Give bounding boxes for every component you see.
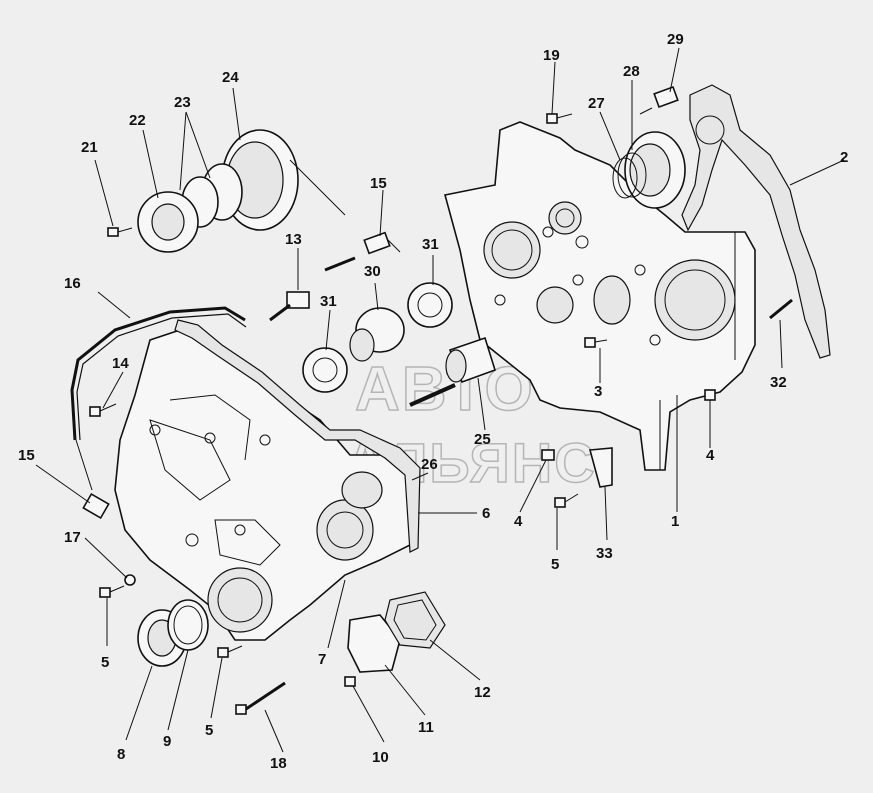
callout-12: 12 — [474, 684, 491, 701]
callout-27: 27 — [588, 95, 605, 112]
callout-31-right: 31 — [422, 236, 439, 253]
leader-lines — [35, 47, 845, 753]
callout-13: 13 — [285, 231, 302, 248]
callout-30: 30 — [364, 263, 381, 280]
callout-6: 6 — [482, 505, 490, 522]
callout-11: 11 — [418, 719, 434, 736]
idler-gear-assembly — [107, 129, 346, 253]
callout-22: 22 — [129, 112, 146, 129]
callout-7: 7 — [318, 651, 326, 668]
callout-2: 2 — [840, 149, 848, 166]
callout-23: 23 — [174, 94, 191, 111]
callout-5-right: 5 — [551, 556, 559, 573]
fitting-15-upper — [324, 231, 401, 272]
bolt-29 — [639, 85, 679, 115]
callout-1: 1 — [671, 513, 679, 530]
gear-30 — [349, 307, 405, 362]
callout-4-right: 4 — [706, 447, 715, 464]
callout-32: 32 — [770, 374, 787, 391]
callout-16: 16 — [64, 275, 81, 292]
fitting-15-lower — [82, 492, 110, 520]
stud-32 — [769, 298, 793, 320]
seal-housing — [612, 131, 686, 209]
callout-33: 33 — [596, 545, 613, 562]
timing-case-rear — [444, 121, 756, 471]
callout-5-left: 5 — [101, 654, 109, 671]
fitting-13 — [269, 291, 310, 322]
callout-26: 26 — [421, 456, 438, 473]
ring-9 — [167, 599, 209, 651]
callout-10: 10 — [372, 749, 389, 766]
gasket-12 — [384, 591, 446, 649]
callout-19: 19 — [543, 47, 560, 64]
callout-21: 21 — [81, 139, 98, 156]
callout-15-left: 15 — [18, 447, 35, 464]
gasket-rear — [681, 84, 831, 359]
callout-29: 29 — [667, 31, 684, 48]
bushing-25 — [409, 336, 496, 407]
callout-5-bottom: 5 — [205, 722, 213, 739]
front-gasket — [174, 319, 421, 553]
callout-25: 25 — [474, 431, 491, 448]
bearing-31-right — [407, 282, 453, 328]
callout-17: 17 — [64, 529, 81, 546]
callout-28: 28 — [623, 63, 640, 80]
bearing-31-left — [302, 347, 348, 393]
callout-labels: 1 2 3 4 4 5 5 5 6 7 8 9 10 11 12 13 14 1… — [18, 31, 848, 772]
front-cover — [114, 329, 416, 641]
callout-3: 3 — [594, 383, 602, 400]
callout-14: 14 — [112, 355, 129, 372]
callout-24: 24 — [222, 69, 239, 86]
callout-9: 9 — [163, 733, 171, 750]
small-fasteners — [89, 337, 716, 715]
callout-4-left: 4 — [514, 513, 523, 530]
bolt-19 — [546, 113, 573, 124]
callout-31-left: 31 — [320, 293, 337, 310]
callout-8: 8 — [117, 746, 125, 763]
pipe-16 — [70, 306, 247, 491]
callout-15-top: 15 — [370, 175, 387, 192]
cover-plate-11 — [347, 614, 401, 673]
callout-18: 18 — [270, 755, 287, 772]
